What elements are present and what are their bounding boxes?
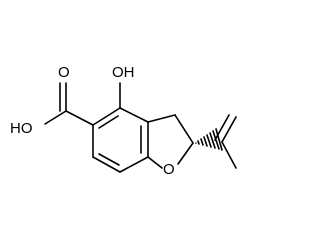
hashed-stereo-bond — [195, 128, 223, 151]
bond-vinyl-to-methyl — [221, 141, 237, 169]
oh-label: OH — [112, 64, 135, 81]
molecule-canvas: OH O HO O — [10, 63, 237, 178]
bond-c4-c5-inner — [98, 115, 119, 129]
bond-vinyl-to-ch2 — [221, 116, 237, 143]
bond-c3a-c3 — [147, 114, 176, 123]
bond-o1-c7a — [147, 156, 163, 169]
bond-c4-c5 — [92, 107, 121, 126]
bond-c3a-c4 — [119, 107, 149, 123]
structure-drawing: OH O HO O — [10, 64, 237, 178]
bond-c6-c7-inner — [98, 153, 120, 166]
bond-c6-c7 — [92, 156, 121, 173]
carboxyl-o-label: O — [58, 64, 70, 81]
ho-label: HO — [10, 120, 33, 137]
bond-c3-c2 — [174, 114, 194, 144]
ring-o-label: O — [163, 161, 175, 178]
bond-c7-c7a — [119, 156, 149, 173]
bond-c5-carboxyl-carbon — [65, 110, 94, 126]
bond-vinyl-to-ch2-double — [214, 114, 230, 141]
bond-c2-o1 — [177, 142, 194, 165]
bond-carboxyl-c-oh — [44, 110, 67, 125]
